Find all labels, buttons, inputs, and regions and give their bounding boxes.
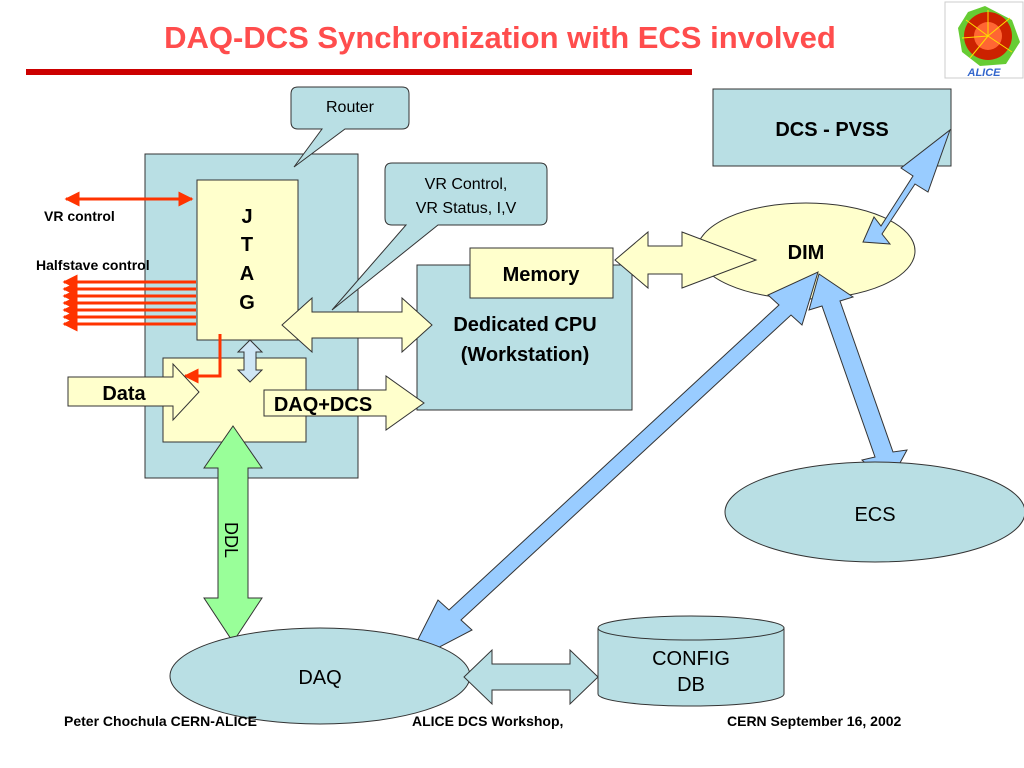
dcs-pvss-label: DCS - PVSS: [775, 119, 888, 141]
daq-dcs-output-arrow: [263, 375, 425, 431]
dim-dcs-arrow: [862, 128, 952, 245]
dim-ecs-arrow: [808, 273, 908, 486]
jtag-letter-j: J: [241, 206, 252, 228]
vr-control-callout: VR Control, VR Status, I,V: [331, 162, 548, 311]
title-underline: [26, 69, 692, 75]
jtag-processor-arrow: [236, 339, 264, 383]
jtag-letter-g: G: [239, 292, 255, 314]
vr-control-callout-line2: VR Status, I,V: [416, 200, 517, 217]
jtag-cpu-arrow: [281, 296, 433, 354]
alice-logo-label: ALICE: [967, 67, 1002, 79]
config-db-cylinder: CONFIG DB: [597, 615, 785, 707]
dcs-pvss-box: [712, 88, 952, 167]
footer-author: Peter Chochula CERN-ALICE: [64, 713, 257, 729]
halfstave-control-label: Halfstave control: [36, 257, 150, 273]
jtag-letter-t: T: [241, 234, 253, 256]
ecs-label: ECS: [854, 504, 895, 526]
router-callout: Router: [290, 86, 410, 168]
config-label-line1: CONFIG: [652, 648, 730, 670]
cpu-label-line1: Dedicated CPU: [453, 314, 596, 336]
daq-label: DAQ: [298, 667, 341, 689]
cpu-label-line2: (Workstation): [461, 344, 590, 366]
daq-dcs-label: DAQ+DCS: [274, 394, 372, 416]
ddl-label: DDL: [221, 522, 241, 558]
router-label: Router: [326, 99, 375, 116]
alice-logo-icon: ALICE: [944, 1, 1024, 79]
vr-control-callout-line1: VR Control,: [425, 176, 508, 193]
data-label: Data: [102, 383, 146, 405]
slide-title: DAQ-DCS Synchronization with ECS involve…: [164, 20, 836, 55]
memory-box: [469, 247, 614, 299]
memory-dim-arrow: [614, 230, 758, 290]
vr-control-label: VR control: [44, 208, 115, 224]
jtag-control-signal: [183, 334, 222, 384]
jtag-box: [196, 179, 299, 341]
ecs-ellipse: [724, 461, 1024, 563]
daq-config-arrow: [463, 648, 599, 706]
jtag-letter-a: A: [240, 263, 254, 285]
footer-date: CERN September 16, 2002: [727, 713, 902, 729]
dim-label: DIM: [788, 242, 825, 264]
data-input-arrow: [67, 362, 200, 422]
memory-label: Memory: [503, 264, 581, 286]
config-label-line2: DB: [677, 674, 705, 696]
footer-event: ALICE DCS Workshop,: [412, 713, 564, 729]
